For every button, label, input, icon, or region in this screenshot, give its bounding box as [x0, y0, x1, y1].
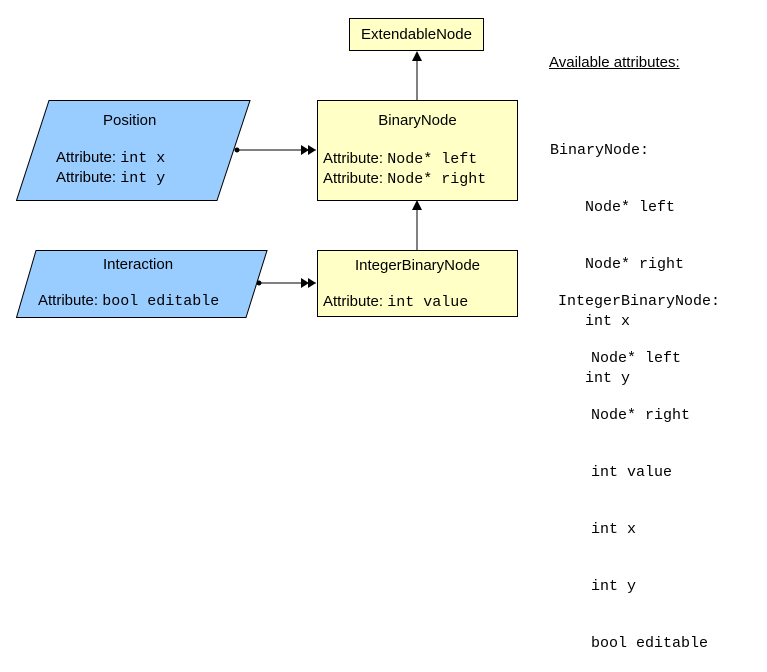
attr-label: Attribute: — [56, 169, 117, 186]
attr-value: bool editable — [102, 293, 220, 310]
available-item: int y — [585, 370, 631, 387]
interaction-shape — [16, 250, 268, 318]
integer-binary-node-title: IntegerBinaryNode — [354, 257, 481, 274]
available-item: bool editable — [591, 635, 709, 652]
extendable-node-title: ExtendableNode — [361, 26, 472, 43]
available-item: Node* right — [591, 407, 691, 424]
interaction-node-attr-1: Attribute: bool editable — [38, 292, 219, 310]
binary-available-heading: BinaryNode: — [550, 142, 650, 159]
attr-value: int y — [120, 170, 166, 187]
available-item: Node* left — [585, 199, 676, 216]
available-item: int y — [591, 578, 637, 595]
available-item: Node* left — [591, 350, 682, 367]
available-item: int x — [585, 313, 631, 330]
position-node-title: Position — [103, 112, 157, 129]
interaction-node: Interaction Attribute: bool editable — [16, 250, 268, 318]
attr-label: Attribute: — [323, 150, 384, 167]
position-node-attr-1: Attribute: int x — [56, 149, 165, 167]
attr-label: Attribute: — [323, 170, 384, 187]
extendable-node-box: ExtendableNode — [349, 18, 484, 51]
interaction-node-title: Interaction — [103, 256, 174, 273]
position-shape — [16, 100, 251, 201]
integer-binary-node-attr-1: Attribute: int value — [323, 293, 468, 311]
binary-node-attr-2: Attribute: Node* right — [323, 170, 486, 188]
attr-value: Node* left — [387, 151, 478, 168]
attr-label: Attribute: — [323, 293, 384, 310]
available-attributes-heading: Available attributes: — [549, 54, 680, 71]
binary-node-box: BinaryNode Attribute: Node* left Attribu… — [317, 100, 518, 201]
attr-value: int x — [120, 150, 166, 167]
position-node-attr-2: Attribute: int y — [56, 169, 165, 187]
binary-node-title: BinaryNode — [378, 112, 457, 129]
available-item: int x — [591, 521, 637, 538]
binary-available-list: BinaryNode: Node* left Node* right int x… — [550, 103, 684, 407]
integer-binary-node-box: IntegerBinaryNode Attribute: int value — [317, 250, 518, 317]
attr-label: Attribute: — [56, 149, 117, 166]
attr-value: int value — [387, 294, 469, 311]
integer-available-list: IntegerBinaryNode: Node* left Node* righ… — [558, 254, 720, 672]
available-item: Node* right — [585, 256, 685, 273]
integer-available-heading: IntegerBinaryNode: — [558, 293, 721, 310]
attr-value: Node* right — [387, 171, 487, 188]
attr-label: Attribute: — [38, 292, 99, 309]
binary-node-attr-1: Attribute: Node* left — [323, 150, 477, 168]
position-node: Position Attribute: int x Attribute: int… — [16, 100, 252, 201]
available-item: int value — [591, 464, 673, 481]
